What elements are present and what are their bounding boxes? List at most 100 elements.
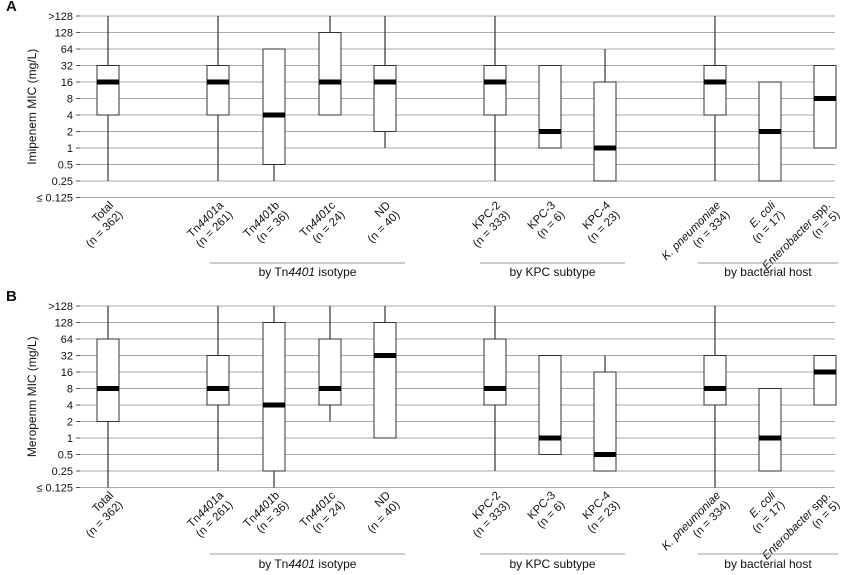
group-label: by KPC subtype (509, 265, 595, 279)
y-tick-label: 0.5 (58, 160, 73, 172)
box-iqr (262, 322, 286, 472)
box-iqr (758, 388, 782, 472)
box-iqr (538, 355, 562, 455)
median-bar (594, 452, 616, 457)
y-tick-label: 64 (61, 44, 73, 56)
median-bar (97, 386, 119, 391)
y-tick-label: 64 (61, 334, 73, 346)
median-bar (319, 79, 341, 85)
median-bar (539, 435, 561, 441)
category-label: KPC-4(n = 23) (576, 489, 622, 535)
median-bar (759, 129, 781, 134)
group-label-part: by bacterial host (724, 557, 812, 571)
category-label: KPC-2(n = 333) (462, 200, 513, 251)
y-tick-label: 128 (55, 318, 73, 330)
box-iqr (373, 322, 397, 439)
median-bar (263, 402, 285, 408)
box-iqr (483, 65, 507, 116)
y-tick-label: ≤ 0.125 (36, 483, 73, 495)
median-bar (207, 386, 229, 391)
y-tick-label: 32 (61, 351, 73, 363)
group-label-part: by bacterial host (724, 265, 812, 279)
box-iqr (703, 65, 727, 116)
group-label: by bacterial host (724, 265, 812, 279)
category-label: Tn4401c(n = 24) (298, 489, 348, 539)
median-bar (539, 129, 561, 134)
category-label: KPC-3(n = 6) (526, 200, 568, 242)
group-label-part: by KPC subtype (509, 557, 595, 571)
box-iqr (318, 338, 342, 406)
y-tick-label: >128 (48, 11, 73, 23)
group-label: by bacterial host (724, 557, 812, 571)
panel-label: B (6, 288, 17, 305)
category-label: Tn4401b(n = 36) (242, 490, 292, 540)
y-tick-label: 8 (67, 384, 73, 396)
group-label-part: isotype (315, 265, 357, 279)
group-label-part: isotype (315, 557, 357, 571)
category-label: Tn4401b(n = 36) (242, 200, 292, 250)
group-label: by Tn4401 isotype (259, 557, 357, 571)
group-label-part: 4401 (288, 557, 315, 571)
y-tick-label: 32 (61, 61, 73, 73)
median-bar (704, 386, 726, 391)
group-label: by Tn4401 isotype (259, 265, 357, 279)
y-tick-label: ≤ 0.125 (36, 193, 73, 205)
median-bar (759, 435, 781, 441)
category-label: KPC-3(n = 6) (526, 490, 568, 532)
box-iqr (318, 32, 342, 116)
group-label-part: by Tn (259, 265, 289, 279)
panel-label: A (6, 0, 17, 15)
box-iqr (483, 338, 507, 406)
y-tick-label: 1 (67, 433, 73, 445)
y-axis-label: Meropenm MIC (mg/L) (25, 336, 39, 457)
median-bar (319, 386, 341, 391)
y-tick-label: 2 (67, 127, 73, 139)
box-iqr (703, 355, 727, 406)
median-bar (263, 112, 285, 118)
category-label: Total(n = 362) (75, 490, 126, 541)
box-iqr (593, 81, 617, 182)
group-label: by KPC subtype (509, 557, 595, 571)
category-label: Total(n = 362) (75, 200, 126, 251)
median-bar (814, 96, 836, 101)
y-tick-label: 0.25 (52, 466, 73, 478)
group-label-part: by KPC subtype (509, 265, 595, 279)
category-label: KPC-2(n = 333) (462, 490, 513, 541)
box-iqr (373, 65, 397, 132)
median-bar (374, 79, 396, 85)
box-iqr (96, 65, 120, 116)
y-tick-label: 128 (55, 28, 73, 40)
median-bar (594, 145, 616, 151)
category-label: Tn4401c(n = 24) (298, 199, 348, 249)
median-bar (97, 79, 119, 85)
category-label: E. coli(n = 17) (741, 199, 787, 245)
category-label: K. pneumoniae(n = 334) (660, 490, 733, 563)
box-iqr (593, 371, 617, 472)
median-bar (484, 79, 506, 85)
y-tick-label: 0.25 (52, 176, 73, 188)
group-label-part: by Tn (259, 557, 289, 571)
box-iqr (813, 355, 837, 406)
median-bar (704, 79, 726, 85)
y-tick-label: 4 (67, 400, 73, 412)
y-tick-label: 2 (67, 417, 73, 429)
box-iqr (262, 48, 286, 165)
y-tick-label: 16 (61, 77, 73, 89)
category-label: ND(n = 40) (356, 490, 402, 536)
category-label: Tn4401a(n = 261) (185, 199, 236, 250)
median-bar (374, 353, 396, 358)
box-iqr (813, 65, 837, 149)
y-axis-label: Imipenem MIC (mg/L) (25, 49, 39, 165)
category-label: ND(n = 40) (356, 200, 402, 246)
group-label-part: 4401 (288, 265, 315, 279)
box-iqr (538, 65, 562, 149)
y-tick-label: 1 (67, 143, 73, 155)
y-tick-label: 16 (61, 367, 73, 379)
category-label: Tn4401a(n = 261) (185, 489, 236, 540)
box-iqr (96, 338, 120, 422)
y-tick-label: 4 (67, 110, 73, 122)
category-label: K. pneumoniae(n = 334) (660, 200, 733, 273)
